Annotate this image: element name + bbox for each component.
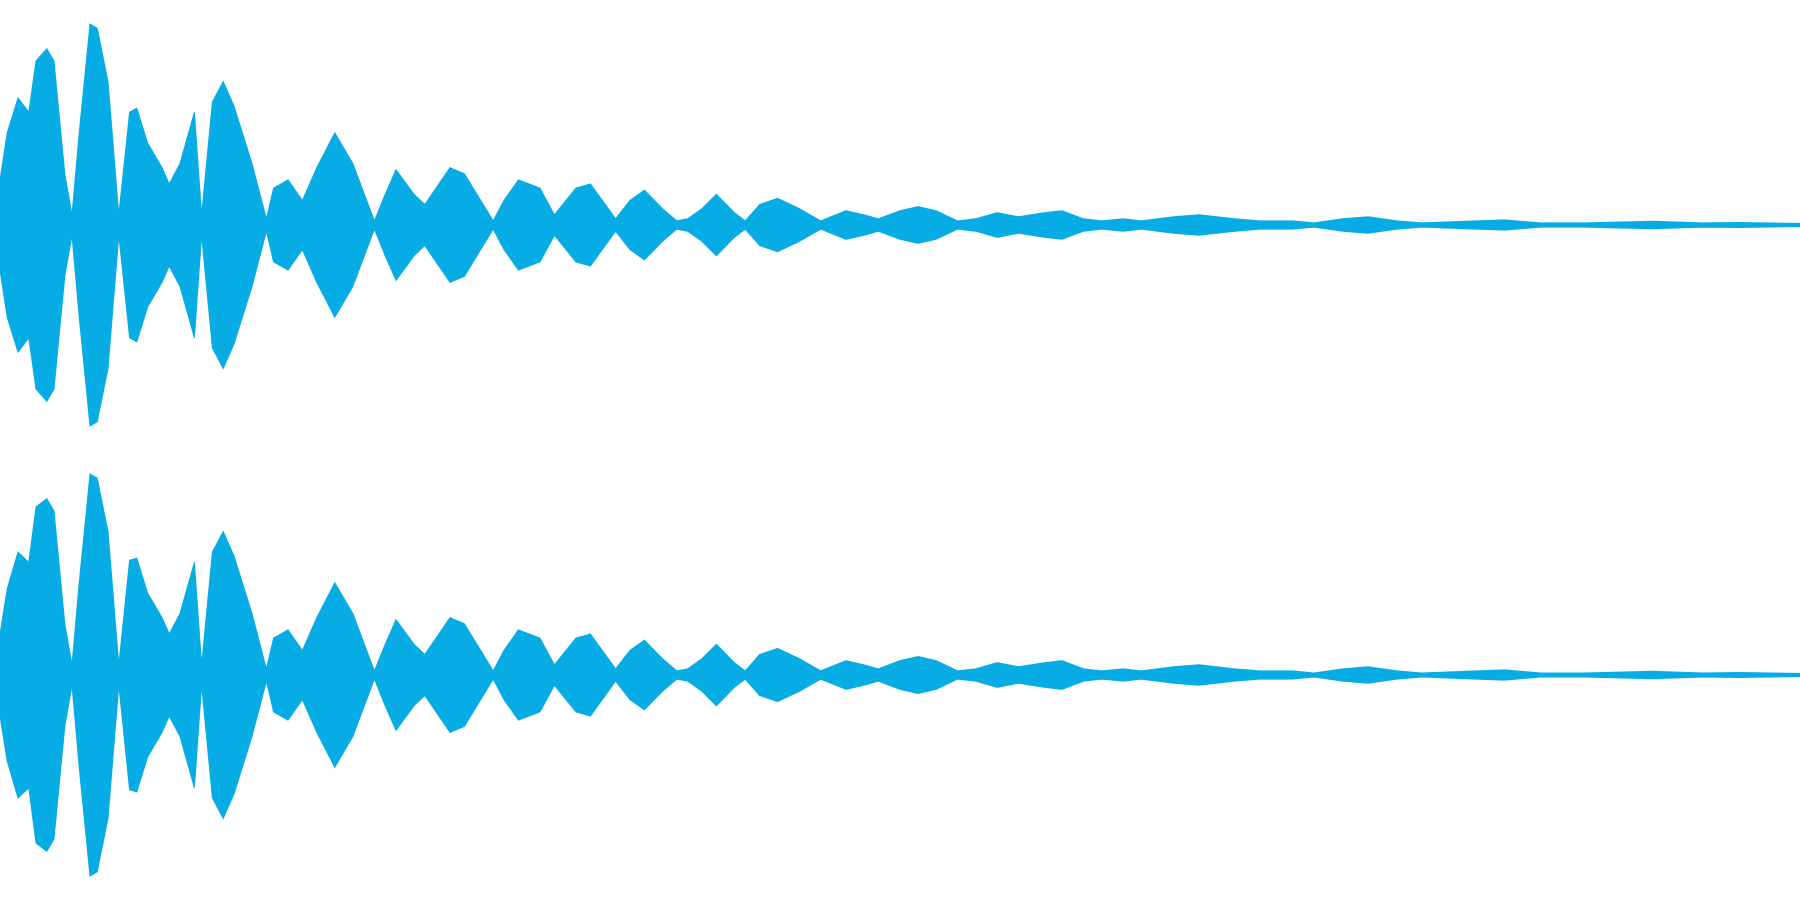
channel-right [0,473,1800,877]
channel-left [0,23,1800,427]
